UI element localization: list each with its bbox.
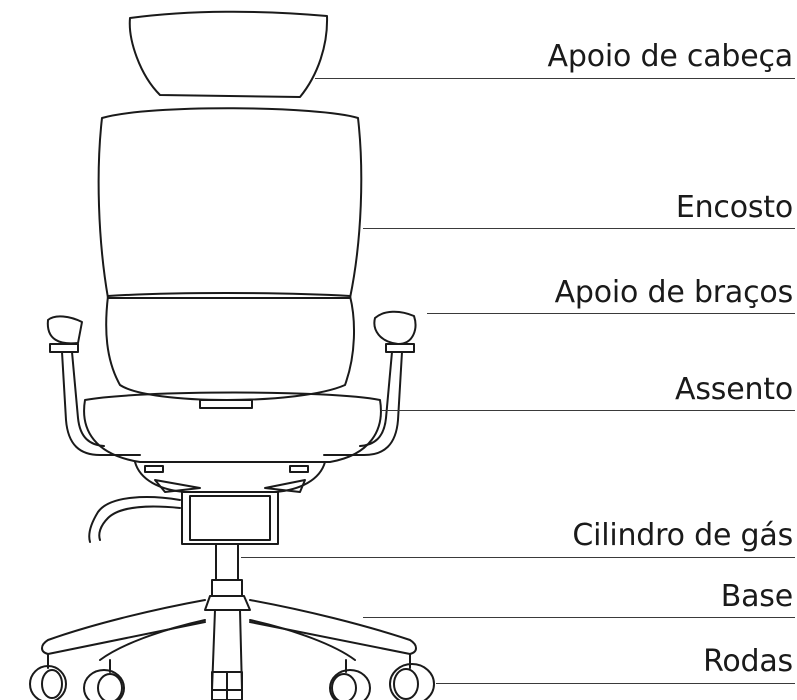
wheel-4	[329, 669, 371, 700]
left-armrest-post	[61, 351, 141, 456]
seat-shape	[83, 391, 382, 463]
right-armrest-post-inner	[359, 351, 393, 447]
lumbar-cushion-shape	[105, 292, 355, 401]
backrest-buckle	[199, 399, 253, 409]
armrest-label: Apoio de braços	[554, 275, 794, 310]
backrest-leader-line	[363, 228, 795, 229]
gas-cylinder-collar	[211, 579, 243, 597]
left-armrest-pad	[46, 315, 83, 345]
wheel-5	[389, 663, 435, 700]
backrest-shape	[97, 107, 363, 299]
right-armrest-post	[323, 351, 403, 456]
wheel-1-inner	[41, 669, 63, 699]
headrest-shape	[128, 10, 329, 98]
base-leg-right	[249, 599, 417, 655]
wheel-1	[29, 665, 67, 700]
wheels-leader-line	[436, 683, 795, 684]
headrest-leader-line	[315, 78, 795, 79]
mechanism-slot-right	[289, 465, 309, 473]
seat-support-block	[181, 491, 279, 545]
base-label: Base	[720, 579, 793, 614]
tilt-lever	[88, 496, 181, 543]
wheel-2-inner	[97, 673, 123, 700]
wheel-5-inner	[393, 668, 419, 700]
mechanism-plate-right	[264, 479, 306, 493]
right-armrest-pad	[373, 310, 417, 345]
mechanism-slot-left	[144, 465, 164, 473]
left-armrest-post-inner	[71, 351, 105, 447]
gas-cylinder-label: Cilindro de gás	[572, 518, 793, 553]
wheel-4-inner	[331, 673, 357, 700]
backrest-label: Encosto	[675, 190, 793, 225]
gas-cylinder-leader-line	[241, 557, 795, 558]
base-leg-inner-left	[99, 619, 206, 661]
armrest-leader-line	[427, 313, 795, 314]
base-leg-left	[41, 599, 206, 655]
seat-support-inner	[189, 495, 271, 541]
left-armrest-clip	[49, 343, 79, 353]
seat-leader-line	[381, 410, 795, 411]
tilt-lever-inner	[98, 505, 181, 541]
wheels-label: Rodas	[703, 644, 793, 679]
base-hub	[204, 595, 251, 611]
base-leader-line	[363, 617, 795, 618]
seat-label: Assento	[675, 372, 793, 407]
gas-cylinder-shape	[215, 543, 239, 581]
base-leg-inner-right	[249, 619, 356, 661]
wheel-2	[83, 669, 125, 700]
headrest-label: Apoio de cabeça	[547, 39, 794, 74]
mechanism-plate-left	[154, 479, 201, 493]
right-armrest-clip	[385, 343, 415, 353]
